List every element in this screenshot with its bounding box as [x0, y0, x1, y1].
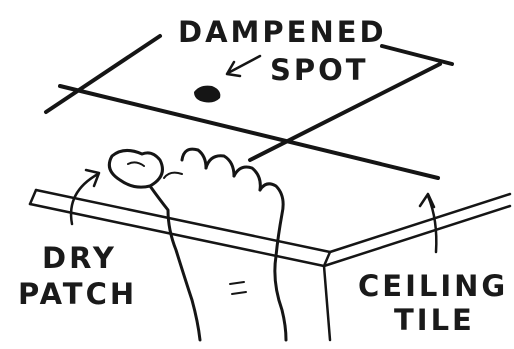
grid-bar-back [380, 44, 454, 66]
label-dry: DRY [42, 241, 117, 275]
grid-bar-left [44, 34, 162, 114]
grid-bar-front [58, 84, 440, 180]
ceiling-grid [44, 34, 454, 180]
label-patch: PATCH [18, 277, 137, 311]
grid-bar-right [248, 62, 442, 162]
hand-icon [107, 147, 288, 342]
label-tile: TILE [394, 303, 475, 337]
arrow-dampened-spot [225, 54, 262, 78]
label-spot: SPOT [270, 53, 369, 87]
label-dampened: DAMPENED [178, 15, 387, 49]
label-ceiling: CEILING [358, 269, 508, 303]
arrow-ceiling-tile [418, 192, 438, 254]
arrow-dry-patch [69, 168, 101, 226]
damp-spot-mark [194, 85, 221, 103]
